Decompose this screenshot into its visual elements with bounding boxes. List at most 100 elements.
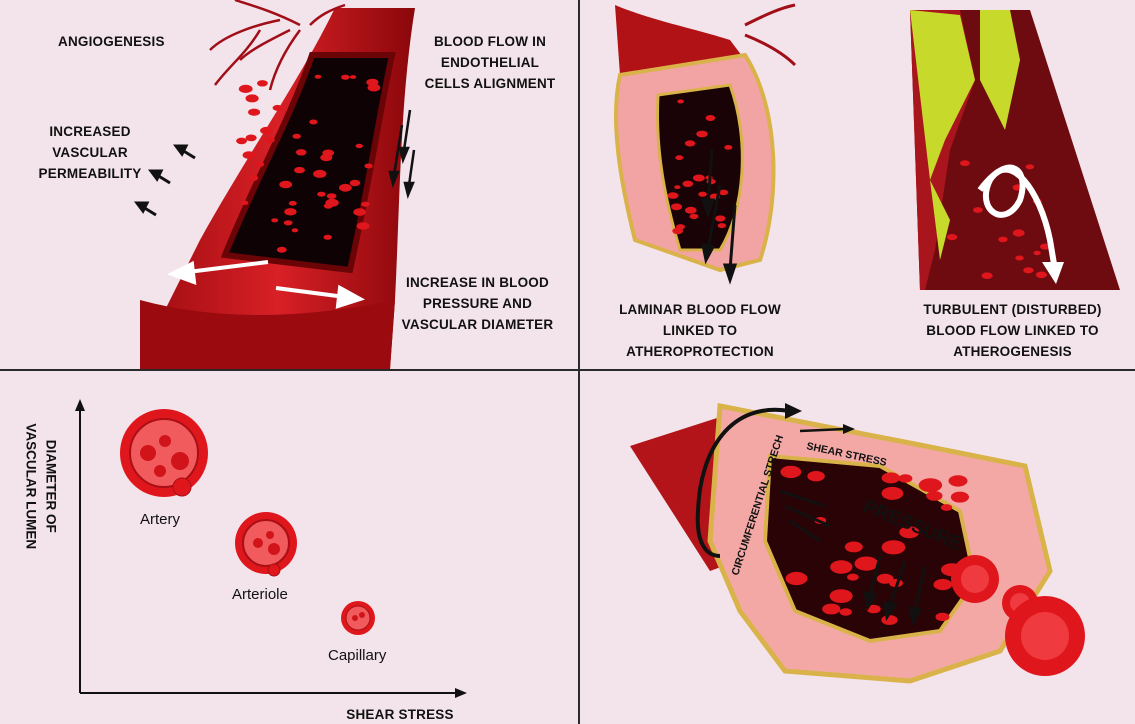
circumferential-arrowhead-icon — [785, 403, 802, 419]
blood-cell — [671, 203, 682, 210]
blood-cell — [241, 201, 248, 205]
blood-cell — [690, 214, 699, 219]
blood-cell — [830, 589, 853, 603]
blood-cell — [941, 504, 952, 511]
blood-cell — [822, 604, 840, 615]
label-arteriole: Arteriole — [232, 586, 288, 603]
x-axis-label: SHEAR STRESS — [330, 705, 470, 724]
blood-cell — [936, 613, 950, 621]
blood-cell — [324, 235, 332, 240]
blood-cell — [881, 615, 897, 625]
blood-cell — [239, 85, 253, 93]
mechanical-forces-illustration: CIRCUMFERENTIAL STRECH SHEAR STRESS PRES… — [580, 371, 1135, 724]
blood-cell — [294, 167, 305, 173]
blood-cell — [685, 207, 697, 214]
blood-cell — [706, 115, 716, 121]
blood-cell — [350, 75, 356, 79]
blood-cell — [807, 471, 824, 481]
blood-cell — [341, 185, 348, 189]
blood-cell — [855, 557, 879, 571]
blood-cell — [724, 145, 732, 150]
blood-cell — [960, 160, 970, 166]
blood-cell — [926, 491, 942, 501]
diameter-shear-plot — [0, 371, 578, 724]
blood-cell — [683, 181, 694, 187]
blood-cell — [256, 162, 264, 167]
blood-cell — [293, 134, 301, 139]
blood-cell — [715, 215, 725, 221]
panel-diameter-vs-shear: Artery Arteriole Capillary DIAMETER OF V… — [0, 371, 578, 724]
blood-cell — [786, 572, 808, 585]
laminar-vessel — [615, 5, 795, 280]
blood-cell — [296, 149, 307, 155]
y-axis-label: DIAMETER OF VASCULAR LUMEN — [20, 416, 61, 556]
blood-cell — [315, 75, 322, 79]
blood-cell — [313, 170, 326, 178]
artery-icon — [120, 409, 208, 497]
blood-cell — [951, 492, 969, 503]
vertical-divider — [578, 0, 580, 724]
turbulent-vessel — [910, 10, 1120, 290]
blood-cell — [265, 137, 275, 143]
blood-cell — [356, 144, 363, 148]
blood-cell — [840, 608, 852, 615]
blood-cell — [947, 234, 957, 240]
blood-cell — [271, 218, 278, 222]
blood-cell — [353, 208, 366, 216]
label-capillary: Capillary — [328, 647, 386, 664]
blood-cell — [1015, 256, 1023, 261]
label-artery: Artery — [140, 511, 180, 528]
blood-cell — [668, 192, 679, 199]
blood-cell — [309, 120, 317, 125]
blood-cell — [718, 223, 726, 228]
blood-cell — [696, 131, 707, 138]
panel-mechanical-forces: CIRCUMFERENTIAL STRECH SHEAR STRESS PRES… — [580, 371, 1135, 724]
blood-cell — [1036, 272, 1047, 279]
blood-cell — [830, 560, 852, 573]
blood-cell — [364, 164, 372, 169]
x-axis-arrow-icon — [455, 688, 467, 698]
blood-cell — [366, 79, 378, 86]
blood-cell — [845, 542, 863, 553]
blood-cell — [882, 472, 900, 483]
blood-cell — [317, 192, 325, 197]
blood-cell — [246, 135, 257, 142]
blood-cell — [260, 127, 272, 134]
label-angiogenesis: ANGIOGENESIS — [58, 32, 165, 53]
blood-cell — [236, 138, 247, 145]
blood-cell — [934, 579, 953, 590]
blood-cell — [1033, 251, 1040, 255]
blood-cell — [243, 151, 256, 159]
blood-cell — [998, 237, 1007, 243]
blood-cell — [693, 175, 705, 182]
blood-cell — [341, 75, 350, 80]
blood-cell — [249, 175, 259, 181]
blood-cell — [847, 574, 859, 581]
blood-cell — [292, 228, 299, 232]
blood-cell — [248, 109, 260, 116]
blood-cell — [246, 94, 259, 102]
blood-cell — [284, 208, 296, 215]
blood-cell — [674, 185, 680, 189]
blood-cell — [973, 207, 983, 213]
capillary-icon — [341, 601, 375, 635]
blood-cell — [327, 193, 337, 199]
label-blood-flow: BLOOD FLOW IN ENDOTHELIAL CELLS ALIGNMEN… — [420, 32, 560, 95]
blood-cell — [322, 150, 334, 157]
y-axis-arrow-icon — [75, 399, 85, 411]
blood-cell — [273, 105, 283, 111]
label-permeability: INCREASED VASCULAR PERMEABILITY — [20, 122, 160, 185]
blood-cell — [350, 180, 361, 186]
blood-cell — [882, 487, 904, 500]
blood-cell — [676, 224, 685, 229]
blood-cell — [1026, 164, 1034, 169]
panel-flow-types: LAMINAR BLOOD FLOW LINKED TO ATHEROPROTE… — [580, 0, 1135, 369]
blood-cell — [675, 155, 683, 160]
blood-cell — [685, 140, 695, 146]
blood-cell — [1013, 229, 1025, 236]
blood-cell — [277, 247, 287, 253]
horizontal-divider — [0, 369, 1135, 371]
blood-cell — [882, 540, 906, 554]
blood-cell — [780, 466, 801, 478]
